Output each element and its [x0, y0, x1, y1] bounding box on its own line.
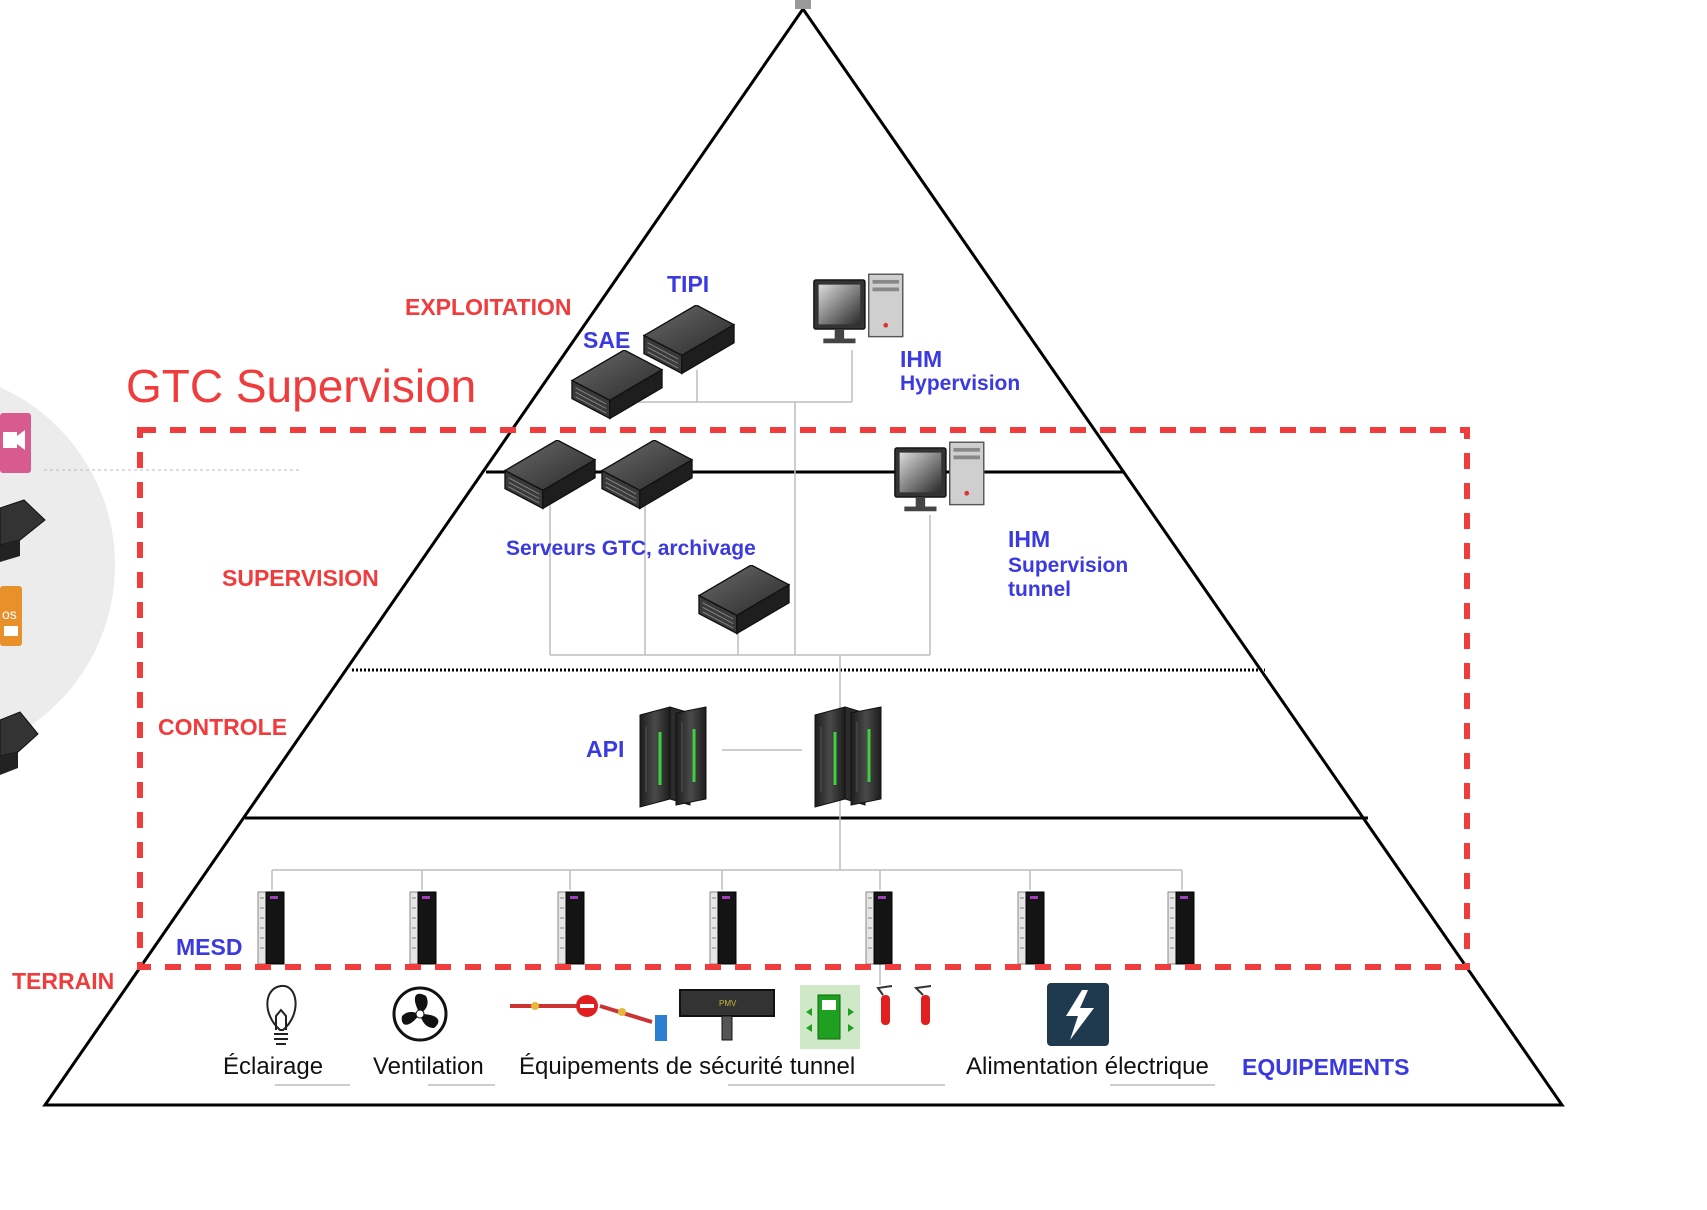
left-badge-text: os	[2, 606, 17, 622]
left-server-icon	[0, 499, 46, 562]
node-label-mesd: MESD	[176, 934, 243, 960]
supervision-workstation-icon	[894, 441, 985, 512]
level-label-exploitation: EXPLOITATION	[405, 294, 572, 320]
sae-server-icon	[571, 350, 663, 420]
network-connectors	[271, 350, 1215, 1086]
mesd-unit-7-icon	[1167, 891, 1195, 965]
lightbulb-icon	[266, 984, 297, 1045]
level-label-equipements: EQUIPEMENTS	[1242, 1054, 1410, 1080]
mesd-unit-6-icon	[1017, 891, 1045, 965]
barrier-icon	[510, 995, 667, 1041]
api-rack-1-icon	[638, 705, 708, 809]
gtc-server-1-icon	[504, 440, 596, 510]
level-label-supervision: SUPERVISION	[222, 565, 379, 591]
node-label-api: API	[586, 736, 625, 762]
power-lightning-icon	[1047, 983, 1109, 1046]
equipment-label-eclairage: Éclairage	[223, 1053, 324, 1080]
equipment-label-securite: Équipements de sécurité tunnel	[519, 1053, 856, 1080]
mesd-unit-1-icon	[257, 891, 285, 965]
archive-server-icon	[698, 565, 790, 635]
api-rack-2-icon	[813, 705, 883, 809]
emergency-exit-icon	[800, 985, 860, 1049]
node-label-ihm-supervision: IHM	[1008, 526, 1051, 552]
left-server-icon-2	[0, 711, 39, 775]
diagram-title: GTC Supervision	[126, 360, 477, 412]
node-label-ihm-hypervision: IHM	[900, 346, 943, 372]
gtc-server-2-icon	[601, 440, 693, 510]
pyramid-apex-marker	[795, 0, 811, 9]
mesd-unit-2-icon	[409, 891, 437, 965]
node-label-hypervision: Hypervision	[900, 372, 1021, 395]
level-label-controle: CONTROLE	[158, 714, 288, 740]
pmv-sign-icon: PMV	[679, 989, 775, 1041]
fan-icon	[392, 986, 448, 1042]
equipment-label-ventilation: Ventilation	[373, 1053, 484, 1080]
mesd-unit-4-icon	[709, 891, 737, 965]
pyramid-outline	[42, 6, 1565, 1107]
node-label-supervision: Supervision	[1008, 554, 1129, 577]
level-label-terrain: TERRAIN	[12, 968, 115, 994]
fire-extinguisher-icon	[876, 985, 932, 1025]
node-label-sae: SAE	[583, 327, 631, 353]
tipi-server-icon	[643, 305, 735, 375]
hypervision-workstation-icon	[813, 273, 904, 344]
left-panel-circle	[0, 387, 115, 743]
equipment-label-alimentation: Alimentation électrique	[966, 1053, 1209, 1080]
node-label-serveurs-gtc: Serveurs GTC, archivage	[506, 537, 756, 560]
mesd-unit-5-icon	[865, 891, 893, 965]
pmv-text: PMV	[719, 999, 737, 1008]
mesd-unit-3-icon	[557, 891, 585, 965]
node-label-tunnel: tunnel	[1008, 578, 1071, 601]
node-label-tipi: TIPI	[667, 271, 710, 297]
left-camera-icon	[0, 413, 31, 473]
left-folder-icon: os	[0, 586, 22, 646]
gtc-supervision-boundary	[137, 427, 1470, 970]
